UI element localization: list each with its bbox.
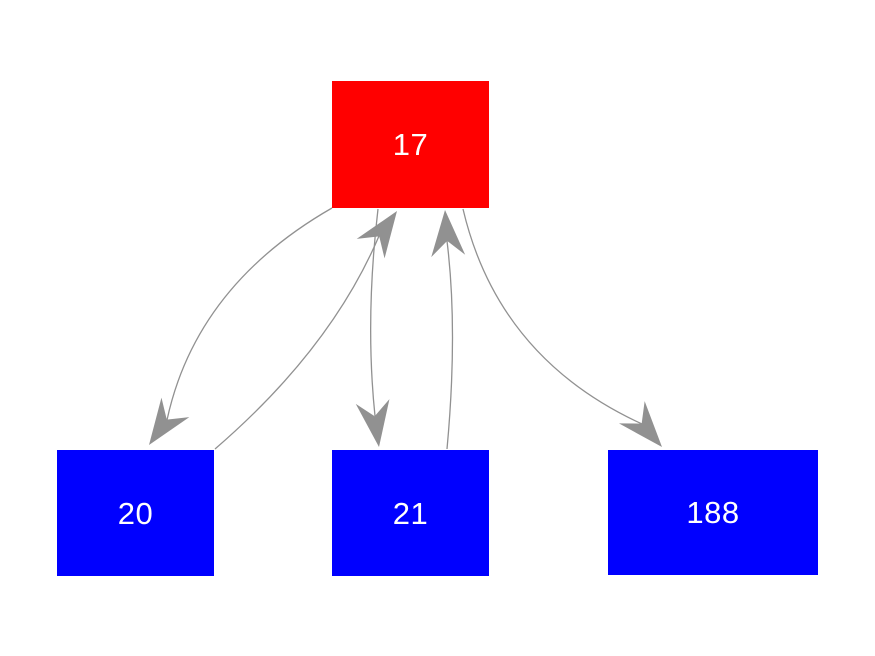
arrowhead-20-17 xyxy=(356,211,397,259)
node-17: 17 xyxy=(332,81,489,208)
arrowhead-17-21 xyxy=(355,399,390,447)
edge-20-17 xyxy=(214,235,380,450)
node-21-label: 21 xyxy=(392,495,429,531)
node-20: 20 xyxy=(57,450,214,576)
arrowhead-21-17 xyxy=(431,210,466,258)
node-188: 188 xyxy=(608,450,818,575)
node-17-label: 17 xyxy=(392,127,429,162)
edge-21-17 xyxy=(446,240,454,450)
node-20-label: 20 xyxy=(117,495,154,531)
node-21: 21 xyxy=(332,450,489,576)
arrowhead-17-20 xyxy=(149,397,190,445)
edge-17-20 xyxy=(166,207,333,421)
edge-17-21 xyxy=(370,208,379,417)
edge-17-188 xyxy=(462,208,643,425)
node-188-label: 188 xyxy=(686,495,740,530)
